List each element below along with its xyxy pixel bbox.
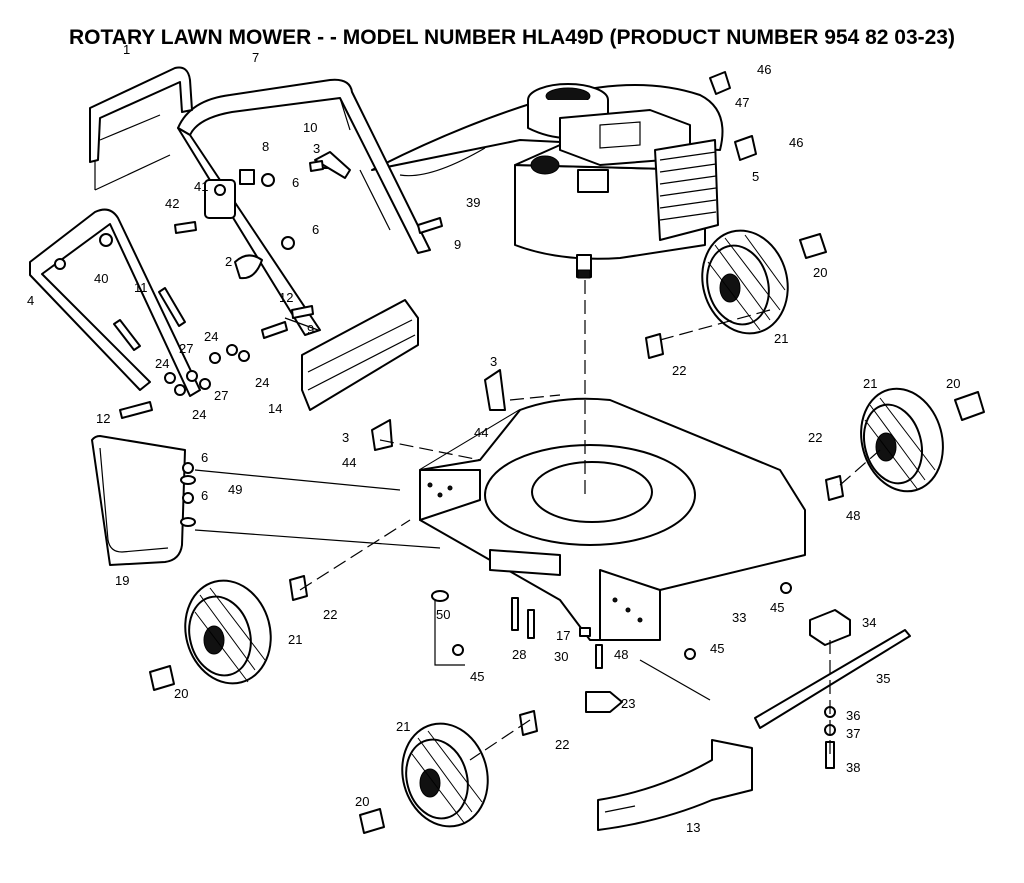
callout-44: 44 <box>474 425 488 440</box>
callout-3: 3 <box>313 141 320 156</box>
callout-2: 2 <box>225 254 232 269</box>
lower-handle <box>29 208 201 397</box>
callout-11: 11 <box>134 280 148 295</box>
callout-50: 50 <box>436 607 450 622</box>
callout-4: 4 <box>27 293 34 308</box>
wheel-front-right <box>825 387 985 501</box>
callout-35: 35 <box>876 671 890 686</box>
callout-48: 48 <box>614 647 628 662</box>
baffle <box>597 739 753 831</box>
callout-22: 22 <box>808 430 822 445</box>
callout-10: 10 <box>303 120 317 135</box>
callout-21: 21 <box>863 376 877 391</box>
callout-3: 3 <box>490 354 497 369</box>
callout-24: 24 <box>204 329 218 344</box>
callout-12: 12 <box>279 290 293 305</box>
callout-33: 33 <box>732 610 746 625</box>
callout-40: 40 <box>94 271 108 286</box>
callout-41: 41 <box>194 179 208 194</box>
callout-labels: 1 7 46 47 10 8 3 6 46 5 41 42 39 6 9 40 … <box>27 42 960 835</box>
callout-23: 23 <box>621 696 635 711</box>
callout-24: 24 <box>192 407 206 422</box>
callout-47: 47 <box>735 95 749 110</box>
callout-30: 30 <box>554 649 568 664</box>
callout-24: 24 <box>155 356 169 371</box>
callout-22: 22 <box>323 607 337 622</box>
callout-1: 1 <box>123 42 130 57</box>
callout-46: 46 <box>789 135 803 150</box>
callout-37: 37 <box>846 726 860 741</box>
callout-36: 36 <box>846 708 860 723</box>
callout-42: 42 <box>165 196 179 211</box>
callout-13: 13 <box>686 820 700 835</box>
callout-22: 22 <box>555 737 569 752</box>
wheel-rear-right <box>645 229 827 359</box>
callout-6: 6 <box>292 175 299 190</box>
callout-20: 20 <box>813 265 827 280</box>
control-bar <box>89 66 193 191</box>
callout-19: 19 <box>115 573 129 588</box>
diagram-title: ROTARY LAWN MOWER - - MODEL NUMBER HLA49… <box>69 26 955 49</box>
blade-assembly <box>754 609 911 769</box>
callout-22: 22 <box>672 363 686 378</box>
small-parts <box>431 71 792 713</box>
callout-28: 28 <box>512 647 526 662</box>
callout-9: 9 <box>307 322 314 337</box>
callout-8: 8 <box>262 139 269 154</box>
callout-20: 20 <box>174 686 188 701</box>
callout-24: 24 <box>255 375 269 390</box>
callout-17: 17 <box>556 628 570 643</box>
wheel-rear-left <box>149 575 308 691</box>
rear-deflector <box>91 435 196 566</box>
callout-3: 3 <box>342 430 349 445</box>
mower-deck <box>371 369 806 641</box>
callout-12: 12 <box>96 411 110 426</box>
callout-44: 44 <box>342 455 356 470</box>
callout-21: 21 <box>774 331 788 346</box>
callout-5: 5 <box>752 169 759 184</box>
callout-46: 46 <box>757 62 771 77</box>
assembly-lines <box>194 280 881 761</box>
callout-39: 39 <box>466 195 480 210</box>
callout-21: 21 <box>396 719 410 734</box>
callout-6: 6 <box>201 450 208 465</box>
handle-hardware <box>54 151 443 419</box>
callout-9: 9 <box>454 237 461 252</box>
wheel-front-left <box>359 710 538 834</box>
callout-45: 45 <box>710 641 724 656</box>
engine <box>371 83 724 279</box>
callout-34: 34 <box>862 615 876 630</box>
callout-6: 6 <box>201 488 208 503</box>
callout-20: 20 <box>946 376 960 391</box>
callout-27: 27 <box>214 388 228 403</box>
cover-plate <box>301 299 419 411</box>
callout-6: 6 <box>312 222 319 237</box>
callout-27: 27 <box>179 341 193 356</box>
callout-45: 45 <box>770 600 784 615</box>
callout-21: 21 <box>288 632 302 647</box>
callout-38: 38 <box>846 760 860 775</box>
callout-20: 20 <box>355 794 369 809</box>
callout-7: 7 <box>252 50 259 65</box>
callout-45: 45 <box>470 669 484 684</box>
callout-49: 49 <box>228 482 242 497</box>
callout-14: 14 <box>268 401 282 416</box>
callout-48: 48 <box>846 508 860 523</box>
